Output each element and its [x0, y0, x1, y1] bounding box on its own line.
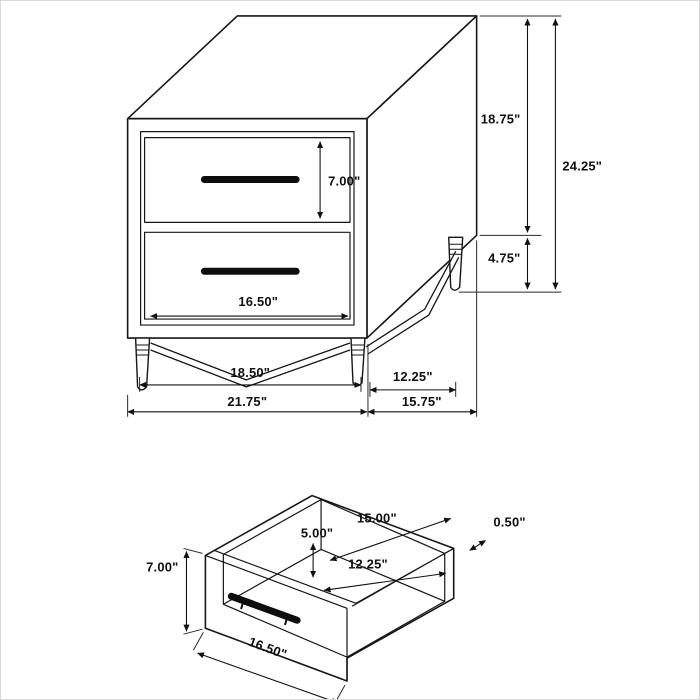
dim-label-overall-width: 21.75" — [227, 394, 267, 409]
open-drawer-handle — [227, 592, 301, 624]
dim-label-overall-depth: 15.75" — [402, 394, 442, 409]
dim-label-leg-height: 4.75" — [488, 250, 520, 265]
dim-label-side-leg-span: 12.25" — [393, 369, 433, 384]
nightstand-figure: 7.00" 18.75" 24.25" 4.75" 16.50" 18.50" … — [126, 15, 602, 417]
dim-label-front-height: 7.00" — [146, 559, 178, 574]
dim-label-interior-depth: 12.25" — [348, 556, 388, 571]
nightstand-front-face — [126, 117, 368, 339]
dim-label-overall-height: 24.25" — [562, 159, 602, 174]
dim-label-drawer-front-height: 7.00" — [328, 173, 360, 188]
dim-label-wall-thickness: 0.50" — [493, 514, 525, 529]
drawer-silhouette — [204, 494, 455, 682]
drawer-extension-lines — [183, 547, 346, 699]
dim-line-interior-depth — [323, 571, 447, 593]
nightstand-dimensions: 7.00" 18.75" 24.25" 4.75" 16.50" 18.50" … — [127, 15, 602, 417]
leg-ring-details — [135, 243, 463, 356]
dim-line-front-width — [197, 652, 339, 699]
dim-label-interior-height: 5.00" — [301, 525, 333, 540]
dim-line-wall-thickness — [469, 539, 486, 551]
nightstand-front-frame — [140, 131, 355, 326]
dim-label-interior-width: 15.00" — [357, 511, 397, 526]
drawer-front-top — [143, 137, 351, 223]
dim-line-interior-width — [329, 517, 452, 562]
dim-label-front-leg-span: 18.50" — [230, 365, 270, 380]
dim-label-case-side-height: 18.75" — [481, 112, 521, 127]
open-drawer-handle-posts — [240, 600, 289, 626]
open-drawer-figure: 7.00" 5.00" 15.00" 0.50" 12.25" 16.50" — [146, 494, 526, 699]
dim-label-drawer-width: 16.50" — [238, 294, 278, 309]
